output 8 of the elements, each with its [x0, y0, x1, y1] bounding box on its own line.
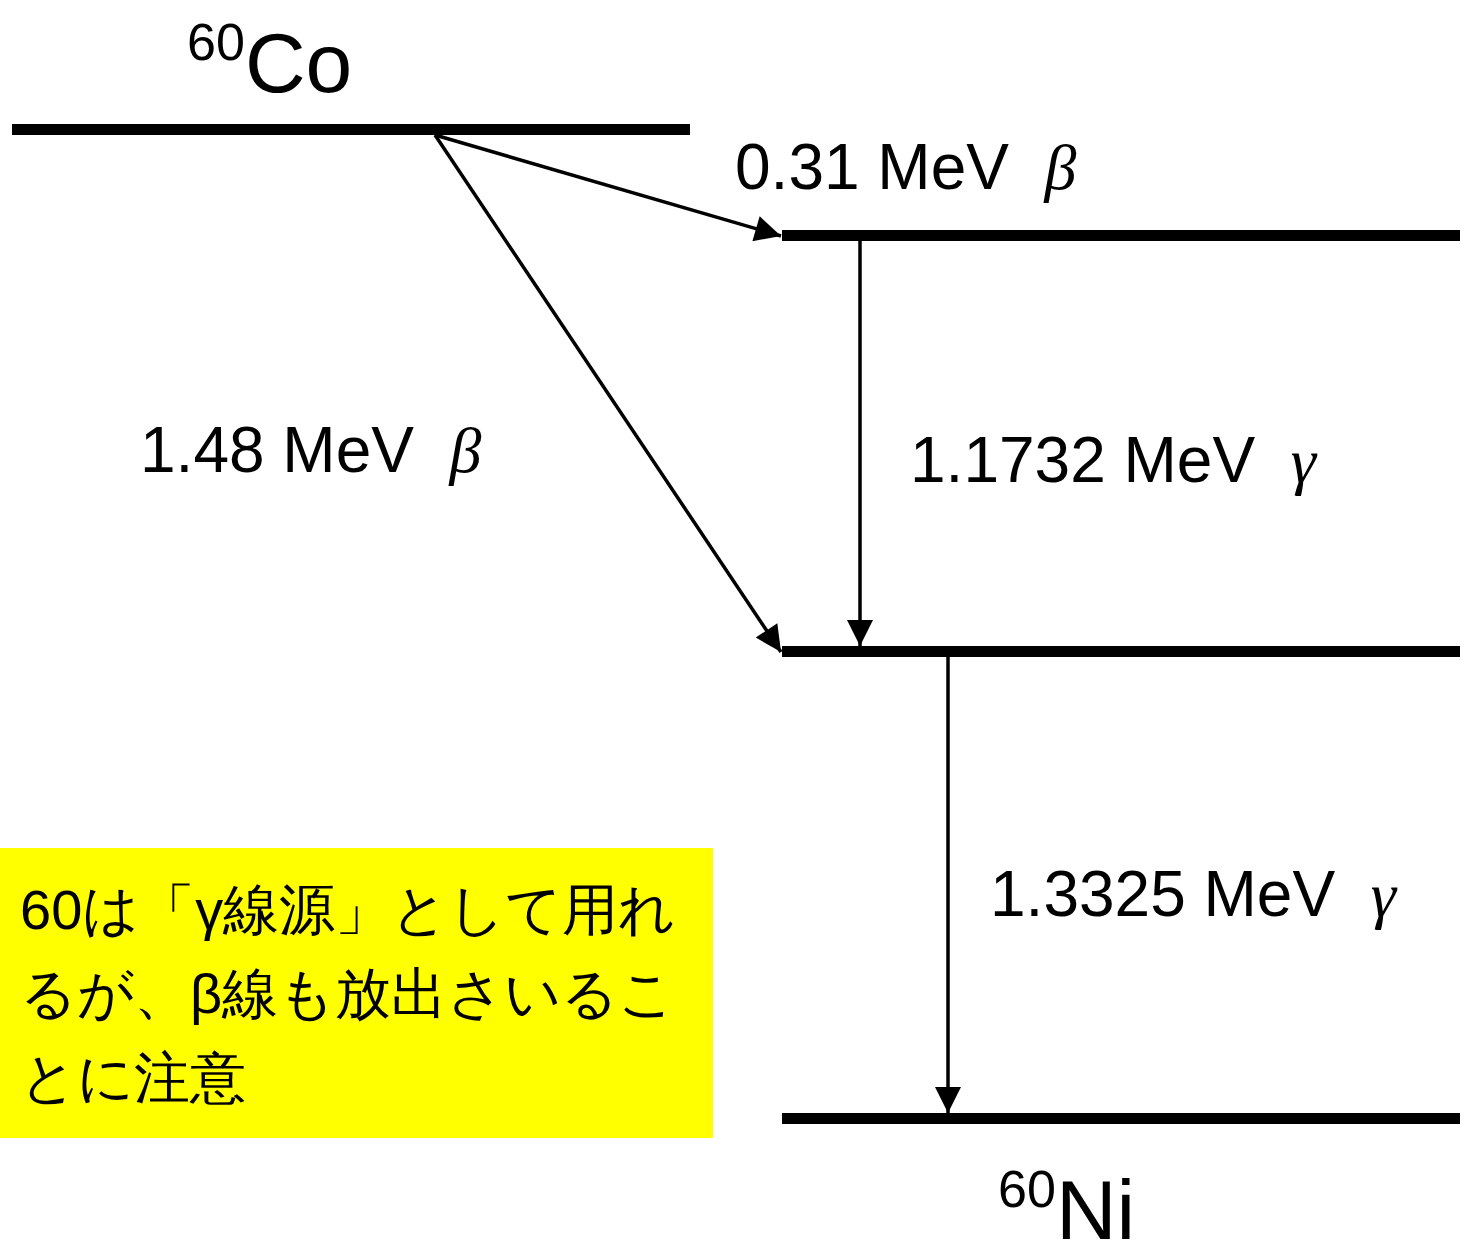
- isotope-label: $^{60}$Co: [187, 16, 353, 106]
- arrow: [847, 241, 873, 646]
- isotope-label: $^{60}$Ni: [998, 1163, 1136, 1252]
- note-box: [0, 848, 713, 1138]
- arrow: [433, 134, 783, 653]
- arrow: [434, 133, 782, 242]
- note-text: 60は「γ線源」として用れるが、β線も放出さいることに注意: [20, 878, 676, 1109]
- arrow: [935, 657, 961, 1113]
